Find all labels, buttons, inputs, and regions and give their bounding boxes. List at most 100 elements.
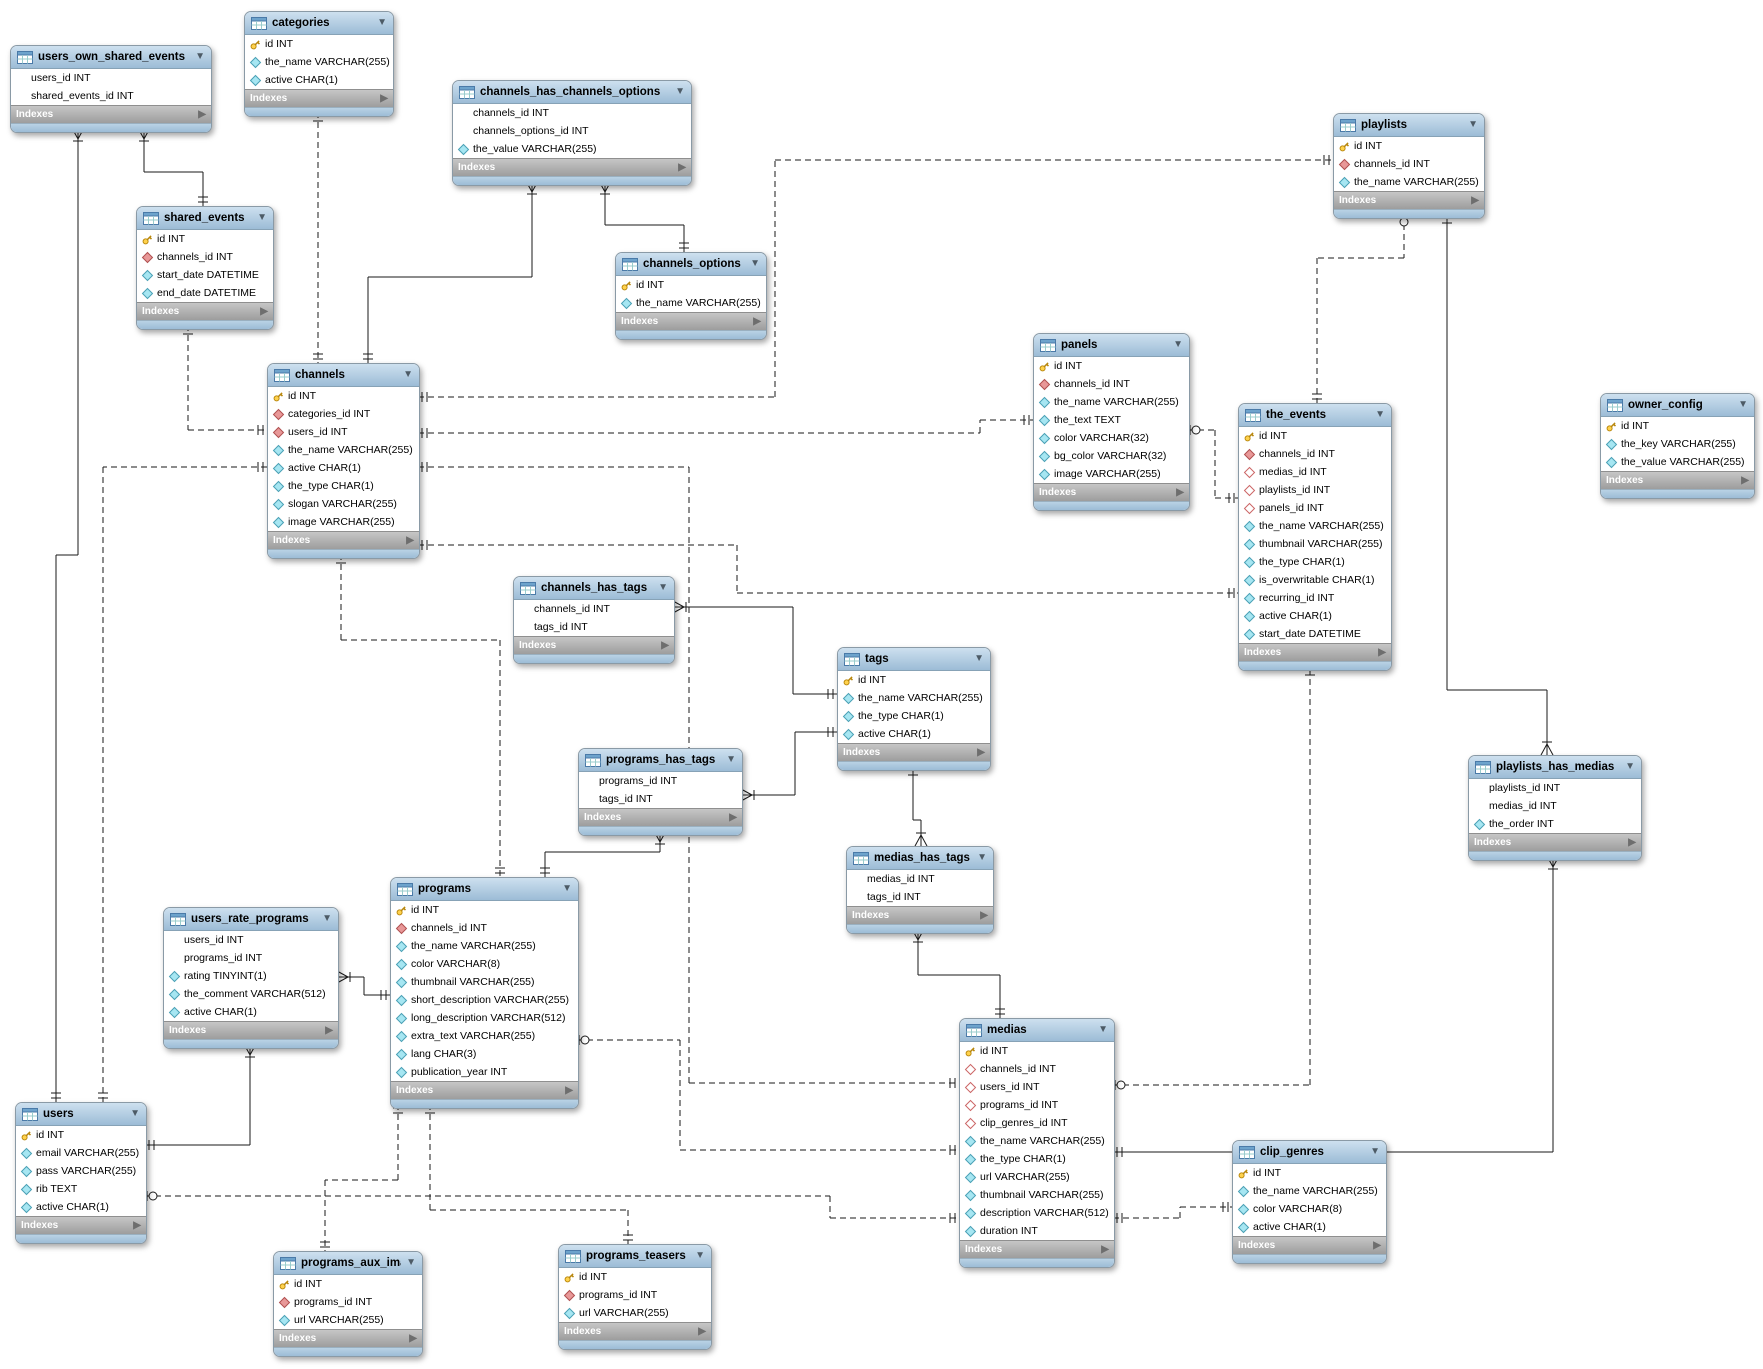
column-row[interactable]: id INT	[616, 276, 766, 294]
table-header[interactable]: shared_events▼	[137, 207, 273, 230]
column-row[interactable]: channels_id INT	[960, 1060, 1114, 1078]
collapse-arrow-icon[interactable]: ▼	[403, 369, 413, 380]
column-row[interactable]: channels_id INT	[1034, 375, 1189, 393]
column-row[interactable]: active CHAR(1)	[245, 71, 393, 89]
indexes-expand-icon[interactable]: ▶	[753, 315, 761, 327]
collapse-arrow-icon[interactable]: ▼	[974, 653, 984, 664]
table-header[interactable]: categories▼	[245, 12, 393, 35]
indexes-bar[interactable]: Indexes▶	[514, 636, 674, 654]
indexes-bar[interactable]: Indexes▶	[164, 1021, 338, 1039]
collapse-arrow-icon[interactable]: ▼	[1625, 761, 1635, 772]
connector-tags-medias_has_tags[interactable]	[908, 766, 928, 847]
indexes-bar[interactable]: Indexes▶	[268, 531, 419, 549]
column-row[interactable]: the_type CHAR(1)	[960, 1150, 1114, 1168]
column-row[interactable]: the_name VARCHAR(255)	[838, 689, 990, 707]
connector-playlists-playlists_has_medias[interactable]	[1442, 214, 1554, 756]
collapse-arrow-icon[interactable]: ▼	[377, 17, 387, 28]
indexes-bar[interactable]: Indexes▶	[1469, 833, 1641, 851]
column-row[interactable]: tags_id INT	[847, 888, 993, 906]
connector-channels-panels[interactable]	[418, 415, 1033, 438]
table-header[interactable]: users_own_shared_events▼	[11, 46, 211, 69]
column-row[interactable]: thumbnail VARCHAR(255)	[960, 1186, 1114, 1204]
indexes-bar[interactable]: Indexes▶	[1239, 643, 1391, 661]
table-header[interactable]: users_rate_programs▼	[164, 908, 338, 931]
table-header[interactable]: channels_has_tags▼	[514, 577, 674, 600]
column-row[interactable]: description VARCHAR(512)	[960, 1204, 1114, 1222]
column-row[interactable]: pass VARCHAR(255)	[16, 1162, 146, 1180]
indexes-bar[interactable]: Indexes▶	[453, 158, 691, 176]
column-row[interactable]: short_description VARCHAR(255)	[391, 991, 578, 1009]
column-row[interactable]: id INT	[137, 230, 273, 248]
indexes-bar[interactable]: Indexes▶	[1334, 191, 1484, 209]
column-row[interactable]: the_order INT	[1469, 815, 1641, 833]
column-row[interactable]: playlists_id INT	[1239, 481, 1391, 499]
indexes-expand-icon[interactable]: ▶	[678, 161, 686, 173]
indexes-expand-icon[interactable]: ▶	[980, 909, 988, 921]
connector-programs-programs_aux_images[interactable]	[320, 1104, 403, 1251]
column-row[interactable]: image VARCHAR(255)	[268, 513, 419, 531]
column-row[interactable]: the_type CHAR(1)	[268, 477, 419, 495]
column-row[interactable]: id INT	[274, 1275, 422, 1293]
column-row[interactable]: email VARCHAR(255)	[16, 1144, 146, 1162]
connector-users_rate_programs-programs[interactable]	[336, 970, 390, 1000]
column-row[interactable]: channels_id INT	[1334, 155, 1484, 173]
column-row[interactable]: the_type CHAR(1)	[838, 707, 990, 725]
column-row[interactable]: clip_genres_id INT	[960, 1114, 1114, 1132]
column-row[interactable]: active CHAR(1)	[1239, 607, 1391, 625]
collapse-arrow-icon[interactable]: ▼	[130, 1108, 140, 1119]
column-row[interactable]: color VARCHAR(8)	[1233, 1200, 1386, 1218]
column-row[interactable]: the_name VARCHAR(255)	[1034, 393, 1189, 411]
column-row[interactable]: id INT	[268, 387, 419, 405]
table-channels_has_channels_options[interactable]: channels_has_channels_options▼channels_i…	[452, 80, 692, 186]
column-row[interactable]: id INT	[391, 901, 578, 919]
indexes-expand-icon[interactable]: ▶	[325, 1024, 333, 1036]
indexes-bar[interactable]: Indexes▶	[616, 312, 766, 330]
indexes-bar[interactable]: Indexes▶	[274, 1329, 422, 1347]
indexes-bar[interactable]: Indexes▶	[838, 743, 990, 761]
collapse-arrow-icon[interactable]: ▼	[1173, 339, 1183, 350]
column-row[interactable]: medias_id INT	[847, 870, 993, 888]
collapse-arrow-icon[interactable]: ▼	[195, 51, 205, 62]
column-row[interactable]: end_date DATETIME	[137, 284, 273, 302]
table-header[interactable]: playlists▼	[1334, 114, 1484, 137]
table-header[interactable]: users▼	[16, 1103, 146, 1126]
indexes-bar[interactable]: Indexes▶	[1601, 471, 1754, 489]
collapse-arrow-icon[interactable]: ▼	[322, 913, 332, 924]
column-row[interactable]: rating TINYINT(1)	[164, 967, 338, 985]
collapse-arrow-icon[interactable]: ▼	[1375, 409, 1385, 420]
table-header[interactable]: medias_has_tags▼	[847, 847, 993, 870]
connector-medias_has_tags-medias[interactable]	[911, 928, 1005, 1018]
column-row[interactable]: channels_id INT	[137, 248, 273, 266]
column-row[interactable]: channels_id INT	[453, 104, 691, 122]
column-row[interactable]: slogan VARCHAR(255)	[268, 495, 419, 513]
connector-users-users_rate_programs[interactable]	[145, 1043, 257, 1150]
column-row[interactable]: start_date DATETIME	[1239, 625, 1391, 643]
connector-categories-channels[interactable]	[313, 112, 323, 363]
indexes-expand-icon[interactable]: ▶	[1378, 646, 1386, 658]
column-row[interactable]: the_name VARCHAR(255)	[245, 53, 393, 71]
indexes-expand-icon[interactable]: ▶	[1741, 474, 1749, 486]
indexes-expand-icon[interactable]: ▶	[409, 1332, 417, 1344]
column-row[interactable]: color VARCHAR(8)	[391, 955, 578, 973]
indexes-bar[interactable]: Indexes▶	[11, 105, 211, 123]
table-header[interactable]: programs_teasers▼	[559, 1245, 711, 1268]
column-row[interactable]: active CHAR(1)	[1233, 1218, 1386, 1236]
indexes-expand-icon[interactable]: ▶	[1101, 1243, 1109, 1255]
column-row[interactable]: url VARCHAR(255)	[960, 1168, 1114, 1186]
column-row[interactable]: the_name VARCHAR(255)	[1334, 173, 1484, 191]
column-row[interactable]: the_name VARCHAR(255)	[391, 937, 578, 955]
collapse-arrow-icon[interactable]: ▼	[1098, 1024, 1108, 1035]
column-row[interactable]: extra_text VARCHAR(255)	[391, 1027, 578, 1045]
column-row[interactable]: color VARCHAR(32)	[1034, 429, 1189, 447]
column-row[interactable]: channels_id INT	[514, 600, 674, 618]
